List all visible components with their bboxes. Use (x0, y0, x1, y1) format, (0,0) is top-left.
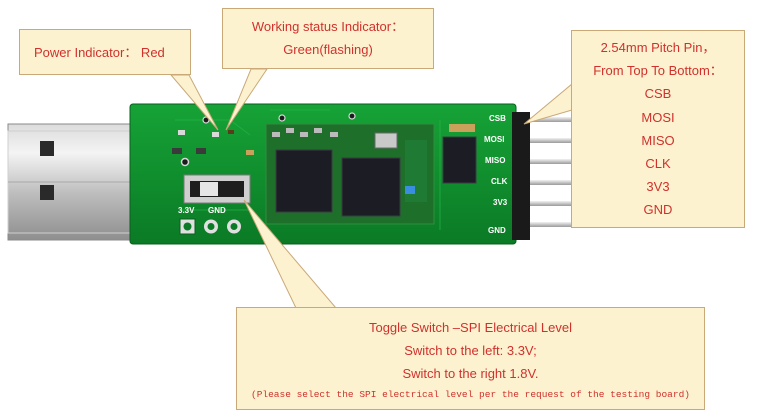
led-working (212, 132, 219, 137)
wireless-module (265, 123, 435, 225)
switch-label-3v3: 3.3V (178, 206, 195, 215)
pin-header-order: From Top To Bottom： (593, 63, 723, 79)
toggle-left-text: Switch to the left: 3.3V; (404, 343, 537, 358)
power-indicator-text: Power Indicator： Red (34, 45, 165, 60)
pin-header-callout: 2.54mm Pitch Pin， From Top To Bottom： CS… (571, 30, 745, 228)
led-power (178, 130, 185, 135)
pin-header-title: 2.54mm Pitch Pin， (600, 40, 716, 55)
toggle-switch (183, 174, 251, 204)
chip-secondary (341, 157, 401, 217)
pin-label-csb: CSB (489, 114, 506, 123)
pin-label-mosi: MOSI (484, 135, 505, 144)
pin-label-clk: CLK (491, 177, 508, 186)
pin-item-3v3: 3V3 (646, 179, 670, 195)
working-status-color: Green(flashing) (283, 42, 373, 57)
pointer-lines (169, 68, 573, 309)
toggle-note: (Please select the SPI electrical level … (251, 389, 690, 400)
pin-item-mosi: MOSI (641, 109, 675, 125)
chip-small (442, 136, 477, 184)
switch-label-gnd: GND (208, 206, 226, 215)
pin-label-miso: MISO (485, 156, 506, 165)
crystal (374, 132, 398, 149)
toggle-right-text: Switch to the right 1.8V. (402, 366, 539, 381)
pin-item-miso: MISO (641, 132, 675, 148)
pin-label-gnd: GND (488, 226, 506, 235)
switch-slider (200, 182, 218, 196)
working-status-title: Working status Indicator： (251, 19, 405, 34)
pcb-board (129, 103, 578, 245)
toggle-title: Toggle Switch –SPI Electrical Level (368, 320, 573, 335)
pin-item-clk: CLK (645, 156, 671, 172)
toggle-switch-callout: Toggle Switch –SPI Electrical Level Swit… (236, 307, 705, 410)
power-indicator-callout: Power Indicator： Red (19, 29, 191, 75)
usb-slot-bottom (40, 185, 54, 200)
pin-header (512, 112, 578, 240)
pin-item-csb: CSB (644, 86, 672, 102)
usb-slot-top (40, 141, 54, 156)
pin-item-gnd: GND (643, 202, 673, 218)
chip-main (275, 149, 333, 213)
working-status-callout: Working status Indicator： Green(flashing… (222, 8, 434, 69)
pin-label-3v3: 3V3 (493, 198, 508, 207)
